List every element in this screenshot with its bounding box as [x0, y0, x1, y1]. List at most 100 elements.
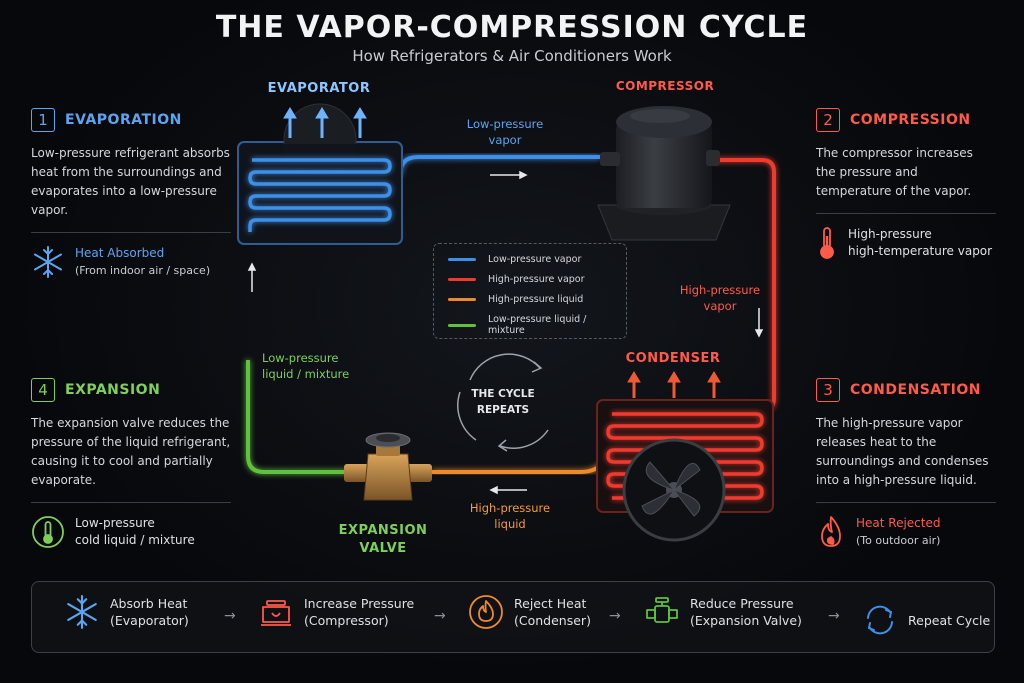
- legend-swatch: [448, 323, 476, 327]
- step-number: 4: [31, 378, 55, 402]
- summary-step-reject: Reject Heat(Condenser): [468, 594, 591, 630]
- pipe-high-liquid: [432, 458, 607, 474]
- step-note-title: Low-pressure: [75, 516, 155, 530]
- step-title: CONDENSATION: [850, 382, 982, 398]
- step-number: 2: [816, 108, 840, 132]
- legend-item-low-mixture: Low-pressure liquid / mixture: [448, 314, 626, 336]
- evaporator-unit: [237, 103, 403, 245]
- legend-item-low-vapor: Low-pressure vapor: [448, 254, 581, 265]
- flow-label-low-vapor: Low-pressure vapor: [455, 116, 555, 148]
- step-note-sub: (From indoor air / space): [75, 264, 211, 277]
- step-panel-compression: 2 COMPRESSION The compressor increases t…: [816, 108, 996, 260]
- summary-step-title: Absorb Heat: [110, 596, 188, 611]
- step-description: The expansion valve reduces the pressure…: [31, 416, 231, 487]
- flow-arrow-right: [490, 170, 528, 180]
- step-heading: 2 COMPRESSION: [816, 108, 996, 132]
- condenser-unit: [596, 371, 774, 542]
- step-note: Heat Rejected (To outdoor air): [816, 515, 996, 549]
- legend-item-high-vapor: High-pressure vapor: [448, 274, 585, 285]
- step-note: Heat Absorbed (From indoor air / space): [31, 245, 231, 279]
- summary-arrow-icon: →: [609, 608, 621, 624]
- step-panel-expansion: 4 EXPANSION The expansion valve reduces …: [31, 378, 231, 549]
- step-description: The compressor increases the pressure an…: [816, 146, 973, 198]
- summary-step-compress: Increase Pressure(Compressor): [258, 594, 414, 630]
- step-note-sub: high-temperature vapor: [848, 244, 993, 258]
- flow-label-high-liquid-line2: liquid: [494, 517, 526, 531]
- summary-arrow-icon: →: [434, 608, 446, 624]
- summary-step-title: Repeat Cycle: [908, 612, 991, 628]
- step-note-title: Heat Rejected: [856, 516, 941, 530]
- step-panel-condensation: 3 CONDENSATION The high-pressure vapor r…: [816, 378, 996, 549]
- cycle-repeats-text: THE CYCLE REPEATS: [455, 386, 551, 418]
- step-note: High-pressure high-temperature vapor: [816, 226, 996, 260]
- flow-arrow-left: [489, 485, 527, 495]
- legend-swatch: [448, 278, 476, 281]
- snowflake-icon: [34, 246, 62, 278]
- step-title: EVAPORATION: [65, 112, 182, 128]
- step-number: 3: [816, 378, 840, 402]
- legend-label: High-pressure vapor: [488, 274, 585, 285]
- flow-arrow-up: [247, 262, 257, 292]
- step-heading: 4 EXPANSION: [31, 378, 231, 402]
- flow-label-low-mixture: Low-pressure liquid / mixture: [262, 350, 362, 382]
- pipe-low-vapor: [398, 155, 600, 176]
- flow-label-low-vapor-line2: vapor: [488, 133, 522, 147]
- flow-label-low-mixture-line1: Low-pressure: [262, 351, 339, 365]
- flame-icon: [821, 516, 841, 547]
- expansion-valve-label-line1: EXPANSION: [338, 523, 428, 538]
- step-note-title: High-pressure: [848, 227, 932, 241]
- pipe-low-mixture: [246, 360, 350, 474]
- cycle-icon: [867, 605, 893, 635]
- condenser-label: CONDENSER: [625, 351, 721, 366]
- flow-label-low-vapor-line1: Low-pressure: [466, 117, 544, 131]
- summary-step-title: Reduce Pressure: [690, 596, 794, 611]
- legend-label: Low-pressure liquid / mixture: [487, 314, 587, 336]
- flow-label-high-vapor: High-pressure vapor: [670, 282, 770, 314]
- step-note-sub: (To outdoor air): [856, 534, 941, 547]
- flame-icon: [469, 595, 503, 629]
- summary-step-sub: (Expansion Valve): [690, 613, 802, 628]
- step-note-sub: cold liquid / mixture: [75, 533, 195, 547]
- step-description: Low-pressure refrigerant absorbs heat fr…: [31, 146, 230, 217]
- step-divider: [31, 232, 231, 233]
- flow-label-high-liquid-line1: High-pressure: [469, 501, 551, 515]
- summary-step-title: Reject Heat: [514, 596, 587, 611]
- summary-step-reduce: Reduce Pressure (Expansion Valve): [644, 594, 802, 630]
- heat-in-arrows: [283, 107, 367, 138]
- flow-arrow-down: [754, 308, 764, 338]
- step-divider: [816, 502, 996, 503]
- legend-item-high-liquid: High-pressure liquid: [448, 294, 583, 305]
- summary-arrow-icon: →: [828, 608, 840, 624]
- flow-label-high-liquid: High-pressure liquid: [460, 500, 560, 532]
- step-note: Low-pressure cold liquid / mixture: [31, 515, 231, 549]
- cycle-repeats-line1: THE CYCLE: [471, 388, 535, 400]
- valve-icon: [646, 597, 678, 623]
- thermometer-icon: [820, 227, 834, 259]
- step-panel-evaporation: 1 EVAPORATION Low-pressure refrigerant a…: [31, 108, 231, 279]
- step-note-title: Heat Absorbed: [75, 246, 165, 260]
- page-subtitle: How Refrigerators & Air Conditioners Wor…: [352, 47, 672, 65]
- heat-out-arrows: [627, 371, 721, 398]
- flow-label-high-vapor-line2: vapor: [703, 299, 737, 313]
- summary-step-repeat: Repeat Cycle: [862, 602, 990, 638]
- flow-label-low-mixture-line2: liquid / mixture: [262, 367, 350, 381]
- compressor-unit: [597, 106, 731, 241]
- step-divider: [31, 502, 231, 503]
- step-title: EXPANSION: [65, 382, 161, 398]
- legend-label: Low-pressure vapor: [488, 254, 582, 265]
- snowflake-icon: [67, 595, 97, 629]
- summary-step-title: Increase Pressure: [304, 596, 415, 611]
- legend-label: High-pressure liquid: [488, 294, 584, 305]
- expansion-valve-label-line2: VALVE: [359, 541, 407, 556]
- step-heading: 3 CONDENSATION: [816, 378, 996, 402]
- legend-swatch: [448, 298, 476, 301]
- step-number: 1: [31, 108, 55, 132]
- expansion-valve-unit: [344, 432, 432, 501]
- summary-bar: Absorb Heat(Evaporator) → Increase Press…: [31, 581, 995, 653]
- step-description: The high-pressure vapor releases heat to…: [816, 416, 989, 487]
- compressor-label: COMPRESSOR: [615, 79, 715, 93]
- legend-swatch: [448, 258, 476, 261]
- step-title: COMPRESSION: [850, 112, 971, 128]
- compressor-icon: [261, 600, 291, 626]
